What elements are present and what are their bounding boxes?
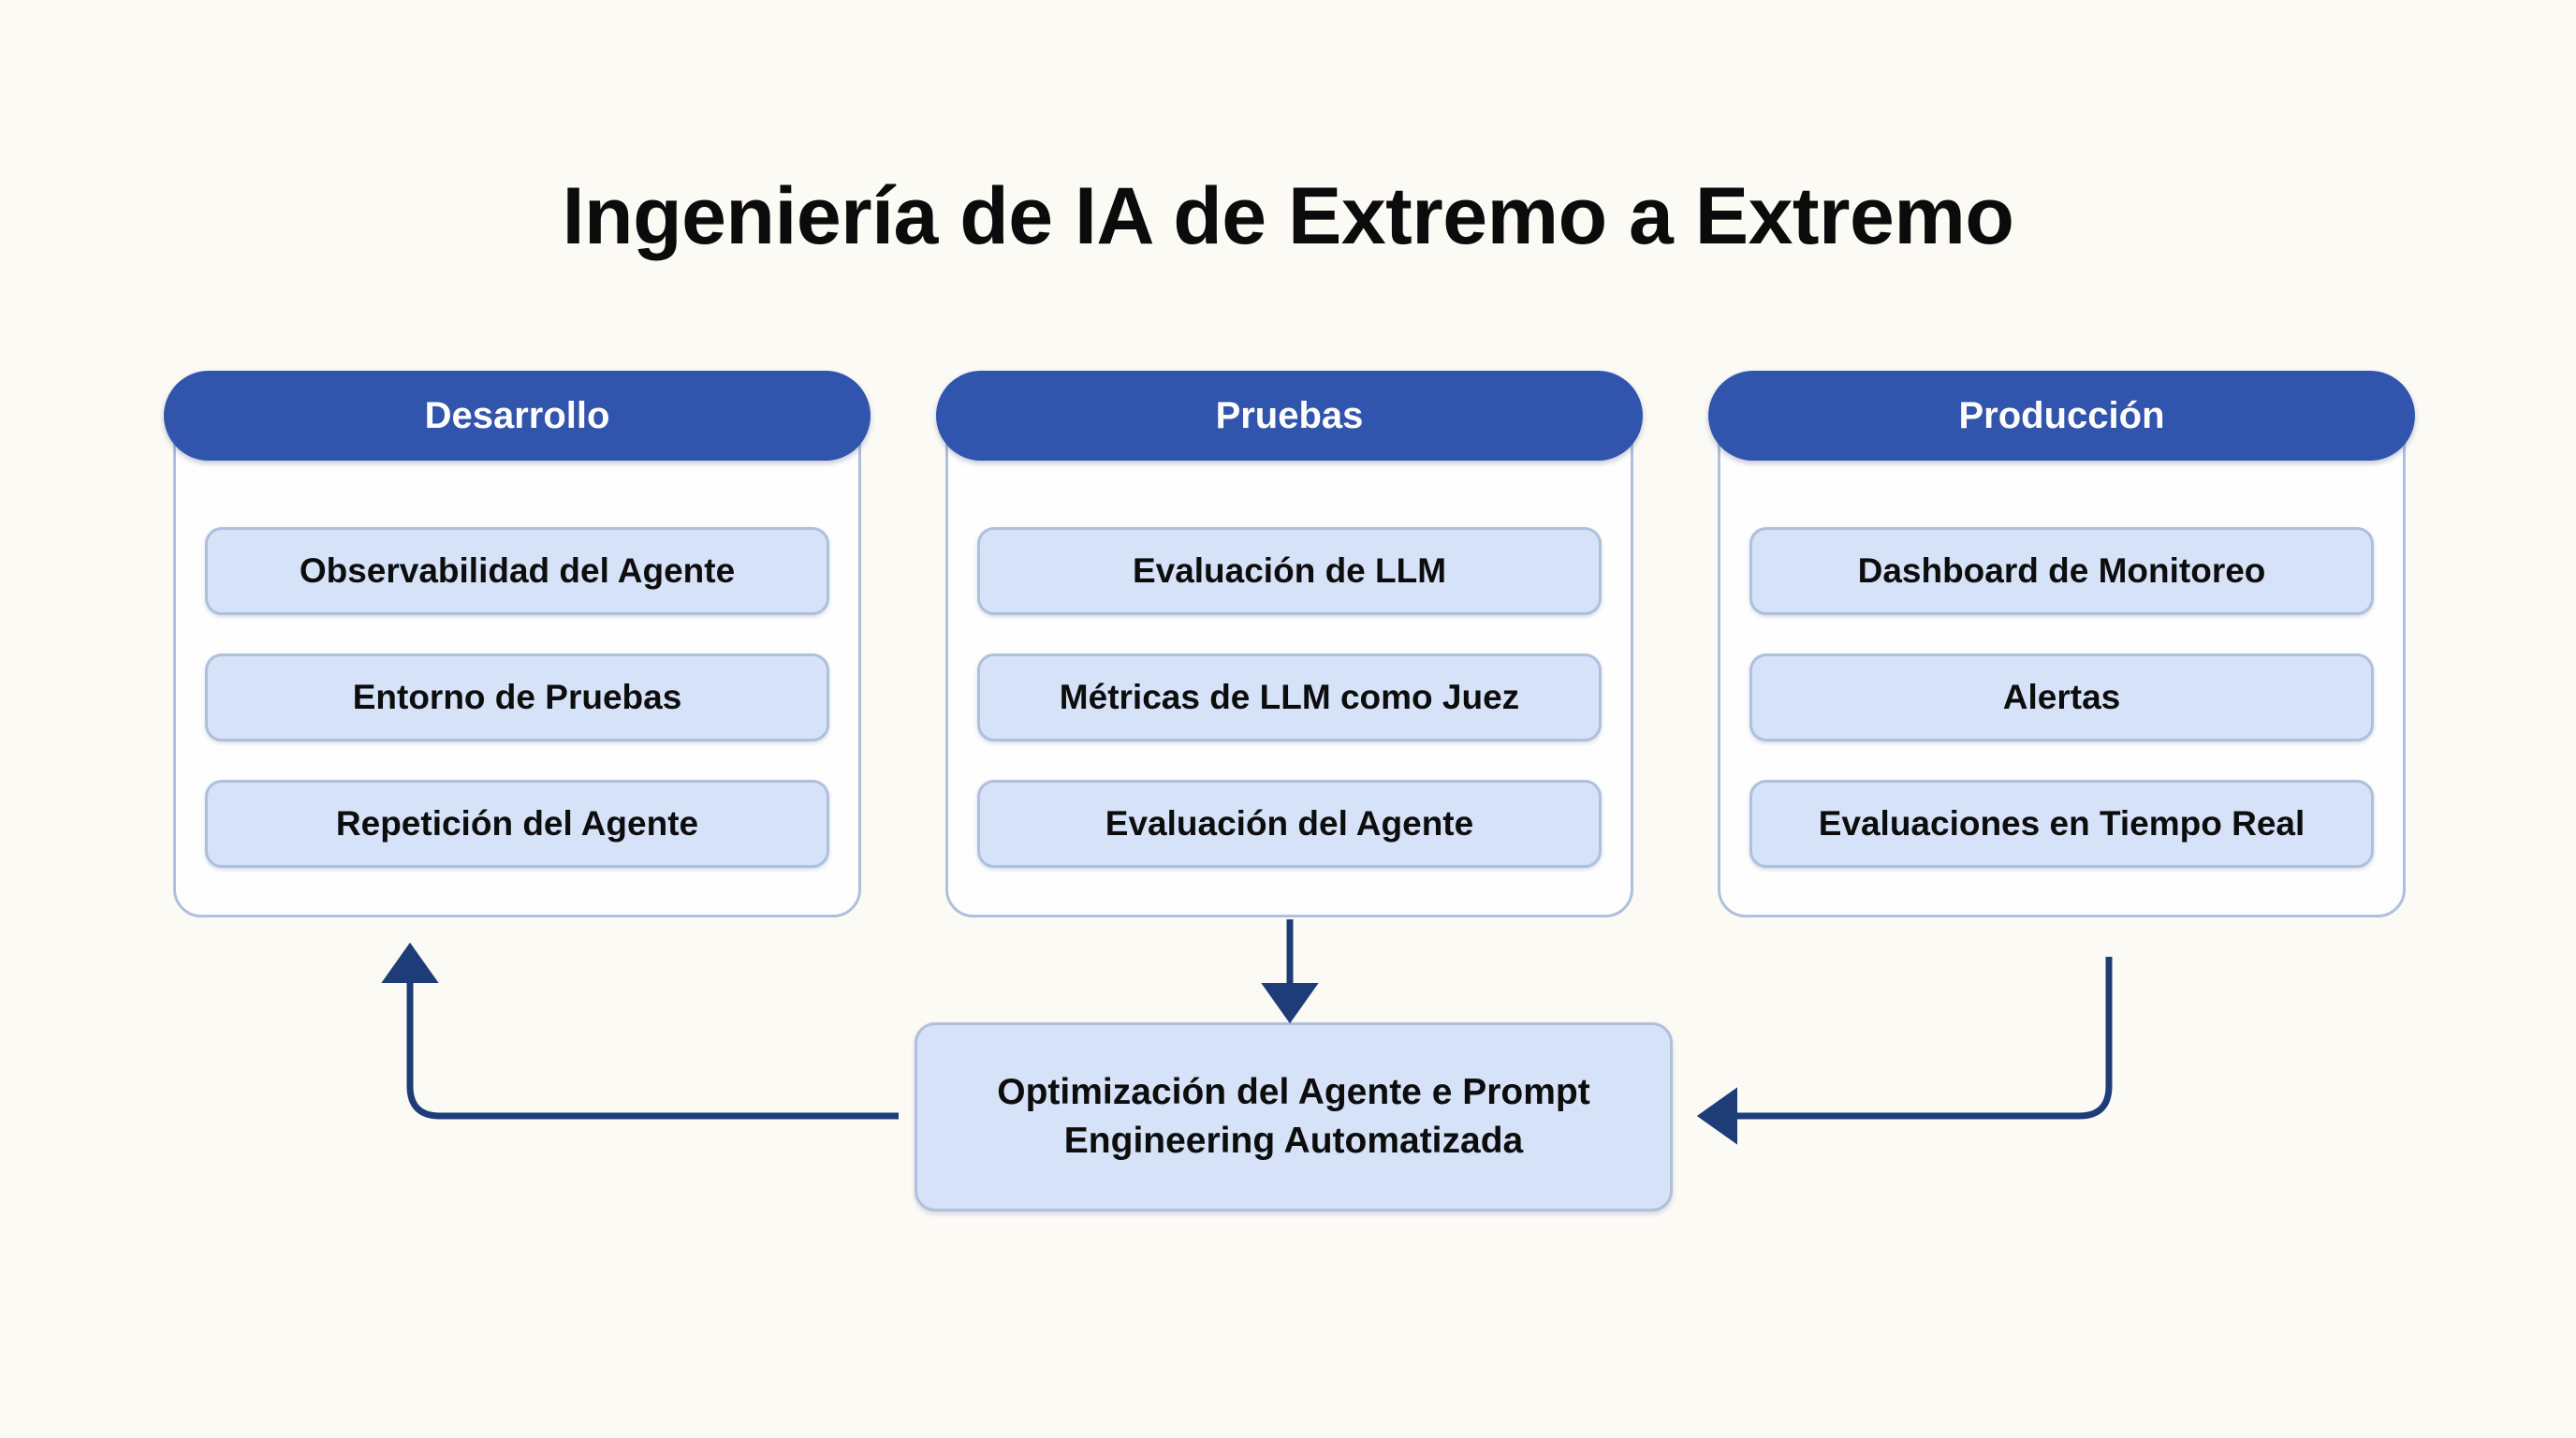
column-header-produccion[interactable]: Producción: [1708, 371, 2415, 461]
item-label: Evaluación de LLM: [1132, 550, 1447, 590]
item-box-evaluacion-del-agente[interactable]: Evaluación del Agente: [977, 780, 1602, 868]
bottom-box-optimizacion[interactable]: Optimización del Agente e Prompt Enginee…: [915, 1022, 1673, 1211]
column-header-label: Desarrollo: [424, 395, 610, 436]
item-box-repeticion-del-agente[interactable]: Repetición del Agente: [205, 780, 829, 868]
item-label: Métricas de LLM como Juez: [1059, 677, 1520, 716]
item-label: Evaluación del Agente: [1105, 803, 1474, 843]
arrow-optimizacion-to-desarrollo: [381, 942, 899, 1120]
page-title: Ingeniería de IA de Extremo a Extremo: [562, 171, 2014, 261]
item-box-entorno-de-pruebas[interactable]: Entorno de Pruebas: [205, 653, 829, 741]
item-box-dashboard-de-monitoreo[interactable]: Dashboard de Monitoreo: [1749, 527, 2374, 615]
item-label: Dashboard de Monitoreo: [1857, 550, 2266, 590]
column-header-desarrollo[interactable]: Desarrollo: [164, 371, 871, 461]
item-label: Entorno de Pruebas: [352, 677, 682, 716]
item-label: Repetición del Agente: [335, 803, 699, 843]
arrow-produccion-to-optimizacion: [1696, 957, 2113, 1145]
item-box-alertas[interactable]: Alertas: [1749, 653, 2374, 741]
item-box-evaluacion-de-llm[interactable]: Evaluación de LLM: [977, 527, 1602, 615]
item-label: Alertas: [2002, 677, 2121, 716]
item-label: Evaluaciones en Tiempo Real: [1818, 803, 2305, 843]
item-label: Observabilidad del Agente: [299, 550, 736, 590]
column-header-pruebas[interactable]: Pruebas: [936, 371, 1643, 461]
item-box-metricas-de-llm-como-juez[interactable]: Métricas de LLM como Juez: [977, 653, 1602, 741]
item-box-observabilidad-del-agente[interactable]: Observabilidad del Agente: [205, 527, 829, 615]
bottom-box-label: Optimización del Agente e Prompt Enginee…: [997, 1072, 1590, 1161]
item-box-evaluaciones-en-tiempo-real[interactable]: Evaluaciones en Tiempo Real: [1749, 780, 2374, 868]
column-header-label: Producción: [1958, 395, 2165, 436]
column-header-label: Pruebas: [1215, 395, 1364, 436]
